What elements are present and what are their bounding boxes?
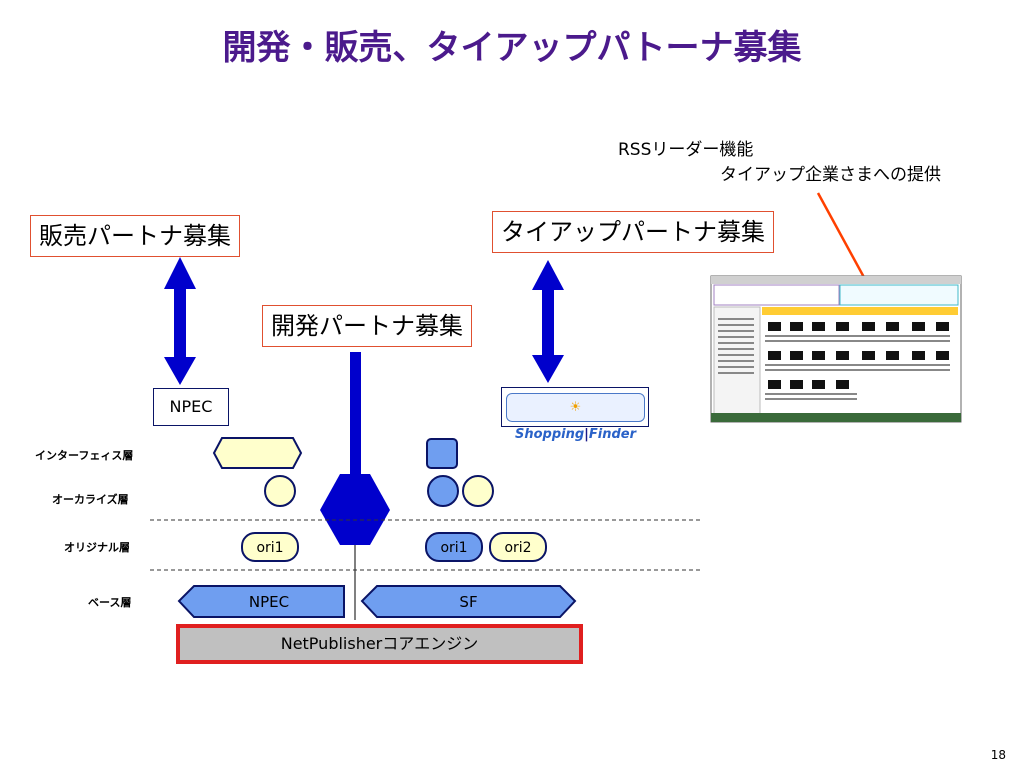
dev-partner-label: 開発パートナ募集 [262,305,472,347]
layer-original-label: オリジナル層 [64,541,130,554]
pill-ori1-left: ori1 [241,532,299,562]
sales-double-arrow [164,257,196,385]
page-title: 開発・販売、タイアップパトーナ募集 [222,28,802,68]
rss-note-line1: RSSリーダー機能 [618,140,754,160]
interface-box-right [426,438,458,469]
pill-ori1-right: ori1 [425,532,483,562]
shopping-finder-part1: Shopping [514,427,585,442]
tieup-partner-label: タイアップパートナ募集 [492,211,774,253]
shopping-finder-part2: Finder [588,427,637,442]
interface-hexagon-left [212,437,303,469]
base-npec-label: NPEC [248,593,290,611]
dev-arrow [320,352,390,620]
shopping-finder-logo: ☀ Shopping|Finder [506,393,645,442]
tieup-double-arrow [532,260,564,383]
base-npec-shape [177,585,345,618]
pill-ori2: ori2 [489,532,547,562]
base-sf-label: SF [459,593,478,611]
customize-circle-right [462,475,494,507]
npec-box: NPEC [153,388,229,426]
core-engine-box: NetPublisherコアエンジン [176,624,583,664]
layer-interface-label: インターフェィス層 [35,449,134,462]
page-number: 18 [990,748,1006,762]
rss-screenshot-thumbnail [710,275,962,423]
customize-circle-left [264,475,296,507]
layer-customize-label: オーカライズ層 [52,493,129,506]
base-sf-shape [360,585,577,618]
layer-base-label: ベース層 [88,596,132,609]
shopping-finder-box: ☀ Shopping|Finder [501,387,649,442]
sales-partner-label: 販売パートナ募集 [30,215,240,257]
customize-circle-mid [427,475,459,507]
shopping-finder-separator: | [584,427,589,442]
sun-icon: ☀ [569,400,582,415]
rss-note-line2: タイアップ企業さまへの提供 [720,165,941,185]
